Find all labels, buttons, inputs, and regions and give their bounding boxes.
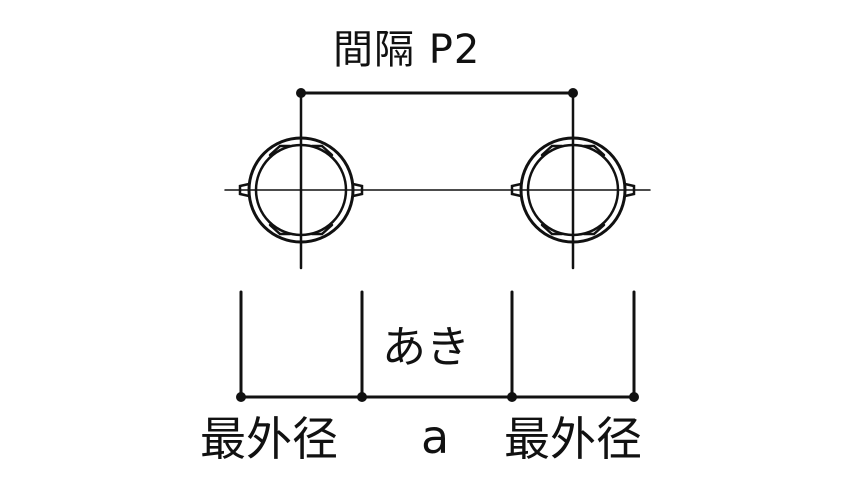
rebar-right-lug-top-right	[582, 144, 606, 157]
rebar-right	[510, 91, 636, 270]
rebar-left-rib-right	[351, 182, 364, 198]
rebar-right-rib-left	[510, 182, 523, 198]
pitch-label: 間隔 P2	[333, 27, 481, 73]
rebar-left	[238, 91, 364, 270]
bottom-endpoint-4	[629, 392, 639, 402]
outer-diameter-right-label: 最外径	[504, 412, 642, 466]
rebar-right-inner-ring	[526, 143, 620, 237]
gap-symbol-label: a	[421, 410, 450, 464]
rebar-right-lug-top-left	[540, 144, 564, 157]
outer-diameter-left-label: 最外径	[200, 412, 338, 466]
gap-label: あき	[382, 322, 470, 373]
rebar-left-lug-bottom-right	[310, 223, 334, 236]
rebar-left-lug-top-right	[310, 144, 334, 157]
rebar-left-rib-left	[238, 182, 251, 198]
rebar-right-lug-bottom-right	[582, 223, 606, 236]
bottom-endpoint-2	[357, 392, 367, 402]
rebar-right-lug-bottom-left	[540, 223, 564, 236]
rebar-right-rib-right	[623, 182, 636, 198]
rebar-left-inner-ring	[254, 143, 348, 237]
rebar-left-lug-top-left	[268, 144, 292, 157]
rebar-right-outer-ring	[519, 136, 627, 244]
rebar-left-lug-bottom-left	[268, 223, 292, 236]
bottom-endpoint-3	[507, 392, 517, 402]
bottom-endpoint-1	[236, 392, 246, 402]
rebar-left-outer-ring	[247, 136, 355, 244]
